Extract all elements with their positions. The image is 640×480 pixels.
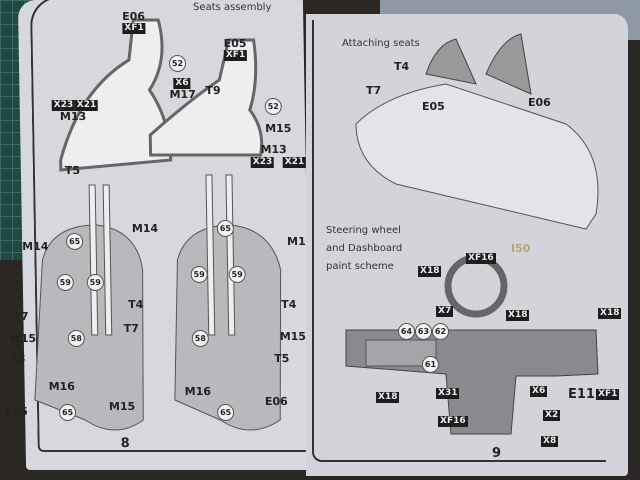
paint-code: 59 bbox=[190, 266, 208, 283]
paint-code: 65 bbox=[58, 404, 77, 421]
page-number: 8 bbox=[120, 436, 130, 451]
part-label: M15 bbox=[108, 400, 136, 413]
paint-code: 59 bbox=[228, 266, 246, 283]
decal-label: X8 bbox=[541, 436, 559, 447]
part-label: M15 bbox=[265, 122, 292, 135]
decal-label: X23 bbox=[250, 157, 275, 168]
decal-label: X7 bbox=[436, 306, 454, 317]
paint-code: 59 bbox=[86, 274, 104, 291]
part-label: E05 bbox=[4, 405, 29, 418]
section-title: Seats assembly bbox=[192, 2, 272, 13]
part-label: T8 bbox=[10, 352, 26, 365]
section-title-line: and Dashboard bbox=[326, 243, 403, 254]
chassis-and-dashboard-illustration bbox=[345, 33, 599, 435]
decal-label: X18 bbox=[376, 392, 400, 403]
section-title: Attaching seats bbox=[342, 38, 420, 49]
part-label: T7 bbox=[366, 84, 382, 97]
part-label: M15 bbox=[9, 332, 37, 345]
section-title-line: Steering wheel bbox=[326, 225, 401, 236]
paint-code: 61 bbox=[422, 356, 439, 373]
paint-code: 64 bbox=[398, 323, 415, 340]
part-label: E05 bbox=[422, 100, 445, 113]
part-label: T9 bbox=[205, 84, 221, 97]
part-label: E06 bbox=[122, 10, 146, 23]
paint-code: 65 bbox=[65, 233, 84, 250]
left-page: Seats assembly E06 XF1 52 X23 X21 M13 T5… bbox=[5, 0, 313, 470]
part-label: T4 bbox=[128, 298, 144, 311]
paint-code: 52 bbox=[168, 55, 187, 72]
page-frame bbox=[312, 20, 606, 462]
seat-illustrations bbox=[34, 18, 282, 431]
decal-label: XF1 bbox=[122, 23, 146, 34]
decal-label: X31 bbox=[436, 388, 460, 399]
right-page: Attaching seats T4 T7 E05 E06 Steering w… bbox=[306, 14, 628, 476]
paint-code: 65 bbox=[216, 220, 235, 237]
decal-label: XF1 bbox=[223, 50, 248, 61]
part-label: M16 bbox=[184, 385, 212, 398]
part-label: E05 bbox=[223, 37, 247, 50]
paint-code: 52 bbox=[264, 98, 282, 115]
part-label: T5 bbox=[274, 352, 290, 365]
decal-label: XF1 bbox=[596, 389, 620, 400]
decal-label: X21 bbox=[282, 157, 307, 168]
part-label: E11 bbox=[568, 387, 595, 402]
paint-code: 65 bbox=[216, 404, 235, 421]
part-label: M15 bbox=[279, 330, 307, 343]
decal-label: X6 bbox=[530, 386, 548, 397]
sticker-logo: I50 bbox=[511, 242, 531, 255]
part-label: M16 bbox=[48, 380, 76, 393]
decal-label: XF16 bbox=[438, 416, 468, 427]
part-label: E06 bbox=[528, 96, 551, 109]
decal-label: X18 bbox=[418, 266, 442, 277]
page-number: 9 bbox=[492, 446, 502, 461]
part-label: M14 bbox=[22, 240, 49, 253]
part-label: T4 bbox=[281, 298, 297, 311]
section-title-line: paint scheme bbox=[326, 261, 394, 272]
decal-label: X18 bbox=[506, 310, 530, 321]
paint-code: 59 bbox=[56, 274, 74, 291]
section-title: Steering wheel and Dashboard paint schem… bbox=[326, 222, 402, 276]
paint-code: 63 bbox=[415, 323, 432, 340]
part-label: M13 bbox=[260, 143, 287, 156]
paint-code: 58 bbox=[191, 330, 209, 347]
decal-label: X18 bbox=[598, 308, 622, 319]
part-label: E06 bbox=[264, 395, 288, 408]
part-label: T5 bbox=[64, 164, 81, 177]
part-label: T7 bbox=[123, 322, 139, 335]
paint-code: 62 bbox=[432, 323, 449, 340]
decal-label: XF16 bbox=[466, 253, 496, 264]
decal-label: X2 bbox=[543, 410, 561, 421]
part-label: M14 bbox=[131, 222, 159, 235]
part-label: M13 bbox=[59, 110, 87, 123]
paint-code: 58 bbox=[67, 330, 85, 347]
part-label: T4 bbox=[394, 60, 410, 73]
part-label: M17 bbox=[169, 88, 196, 101]
part-label: T7 bbox=[13, 310, 29, 323]
